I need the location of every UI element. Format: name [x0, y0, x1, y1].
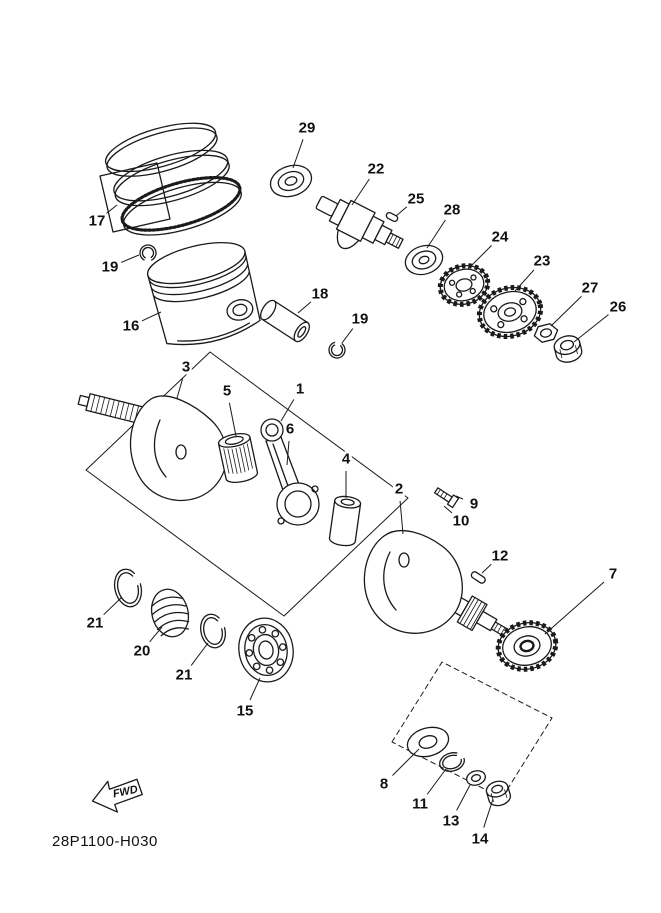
callout-19: 19: [349, 310, 371, 328]
callout-21: 21: [84, 614, 106, 632]
gear-23: [476, 285, 544, 339]
connecting-rod: [260, 418, 320, 526]
part-code: 28P1100-H030: [52, 833, 158, 850]
main-bearing: [238, 617, 294, 683]
crank-half-right: [363, 529, 510, 638]
dowel-pin-25: [385, 211, 399, 223]
seal-ring-left: [113, 568, 143, 608]
callout-18: 18: [309, 285, 331, 303]
washer-13: [466, 770, 486, 786]
callout-14: 14: [469, 830, 491, 848]
lock-washer: [533, 323, 559, 343]
callout-4: 4: [339, 450, 353, 468]
seal-ring-right: [200, 613, 226, 649]
crank-half-left: [77, 393, 228, 502]
bearing-28: [404, 244, 444, 276]
callout-25: 25: [405, 190, 427, 208]
callout-11: 11: [410, 795, 430, 813]
callout-5: 5: [220, 382, 234, 400]
callout-12: 12: [489, 547, 511, 565]
circlip-left: [139, 244, 157, 262]
drive-gear: [495, 620, 559, 672]
damper-spring: [150, 588, 190, 638]
callout-8: 8: [377, 775, 391, 793]
fwd-arrow-icon: FWD: [91, 778, 143, 813]
callout-1: 1: [293, 380, 307, 398]
piston-pin: [260, 299, 310, 343]
callout-16: 16: [120, 317, 142, 335]
crank-pin: [328, 495, 362, 547]
circlip-right: [328, 341, 346, 359]
callout-6: 6: [283, 420, 297, 438]
dashed-detail-box: [391, 661, 553, 799]
callout-23: 23: [531, 252, 553, 270]
callout-24: 24: [489, 228, 511, 246]
circlip-11: [439, 752, 465, 772]
piston-rings: [104, 122, 242, 236]
gear-24: [437, 263, 491, 307]
dowel-pin-12: [470, 571, 486, 584]
piston: [146, 241, 261, 346]
callout-10: 10: [450, 512, 472, 530]
balancer-shaft: [315, 195, 404, 250]
callout-15: 15: [234, 702, 256, 720]
callout-9: 9: [467, 495, 481, 513]
callout-3: 3: [179, 358, 193, 376]
callout-2: 2: [392, 480, 406, 498]
mount-bolt: [433, 487, 460, 509]
callout-7: 7: [606, 565, 620, 583]
assembly-outline-box: [85, 351, 409, 617]
callout-17: 17: [86, 212, 108, 230]
callout-19: 19: [99, 258, 121, 276]
callout-21: 21: [173, 666, 195, 684]
callout-29: 29: [296, 119, 318, 137]
callout-26: 26: [607, 298, 629, 316]
nut-14: [485, 780, 512, 807]
callout-20: 20: [131, 642, 153, 660]
needle-bearing: [217, 432, 259, 483]
nut-26: [553, 335, 583, 363]
fwd-label: FWD: [112, 783, 139, 800]
callout-13: 13: [440, 812, 462, 830]
callout-22: 22: [365, 160, 387, 178]
callout-27: 27: [579, 279, 601, 297]
callout-28: 28: [441, 201, 463, 219]
balancer-bearing: [269, 164, 313, 198]
